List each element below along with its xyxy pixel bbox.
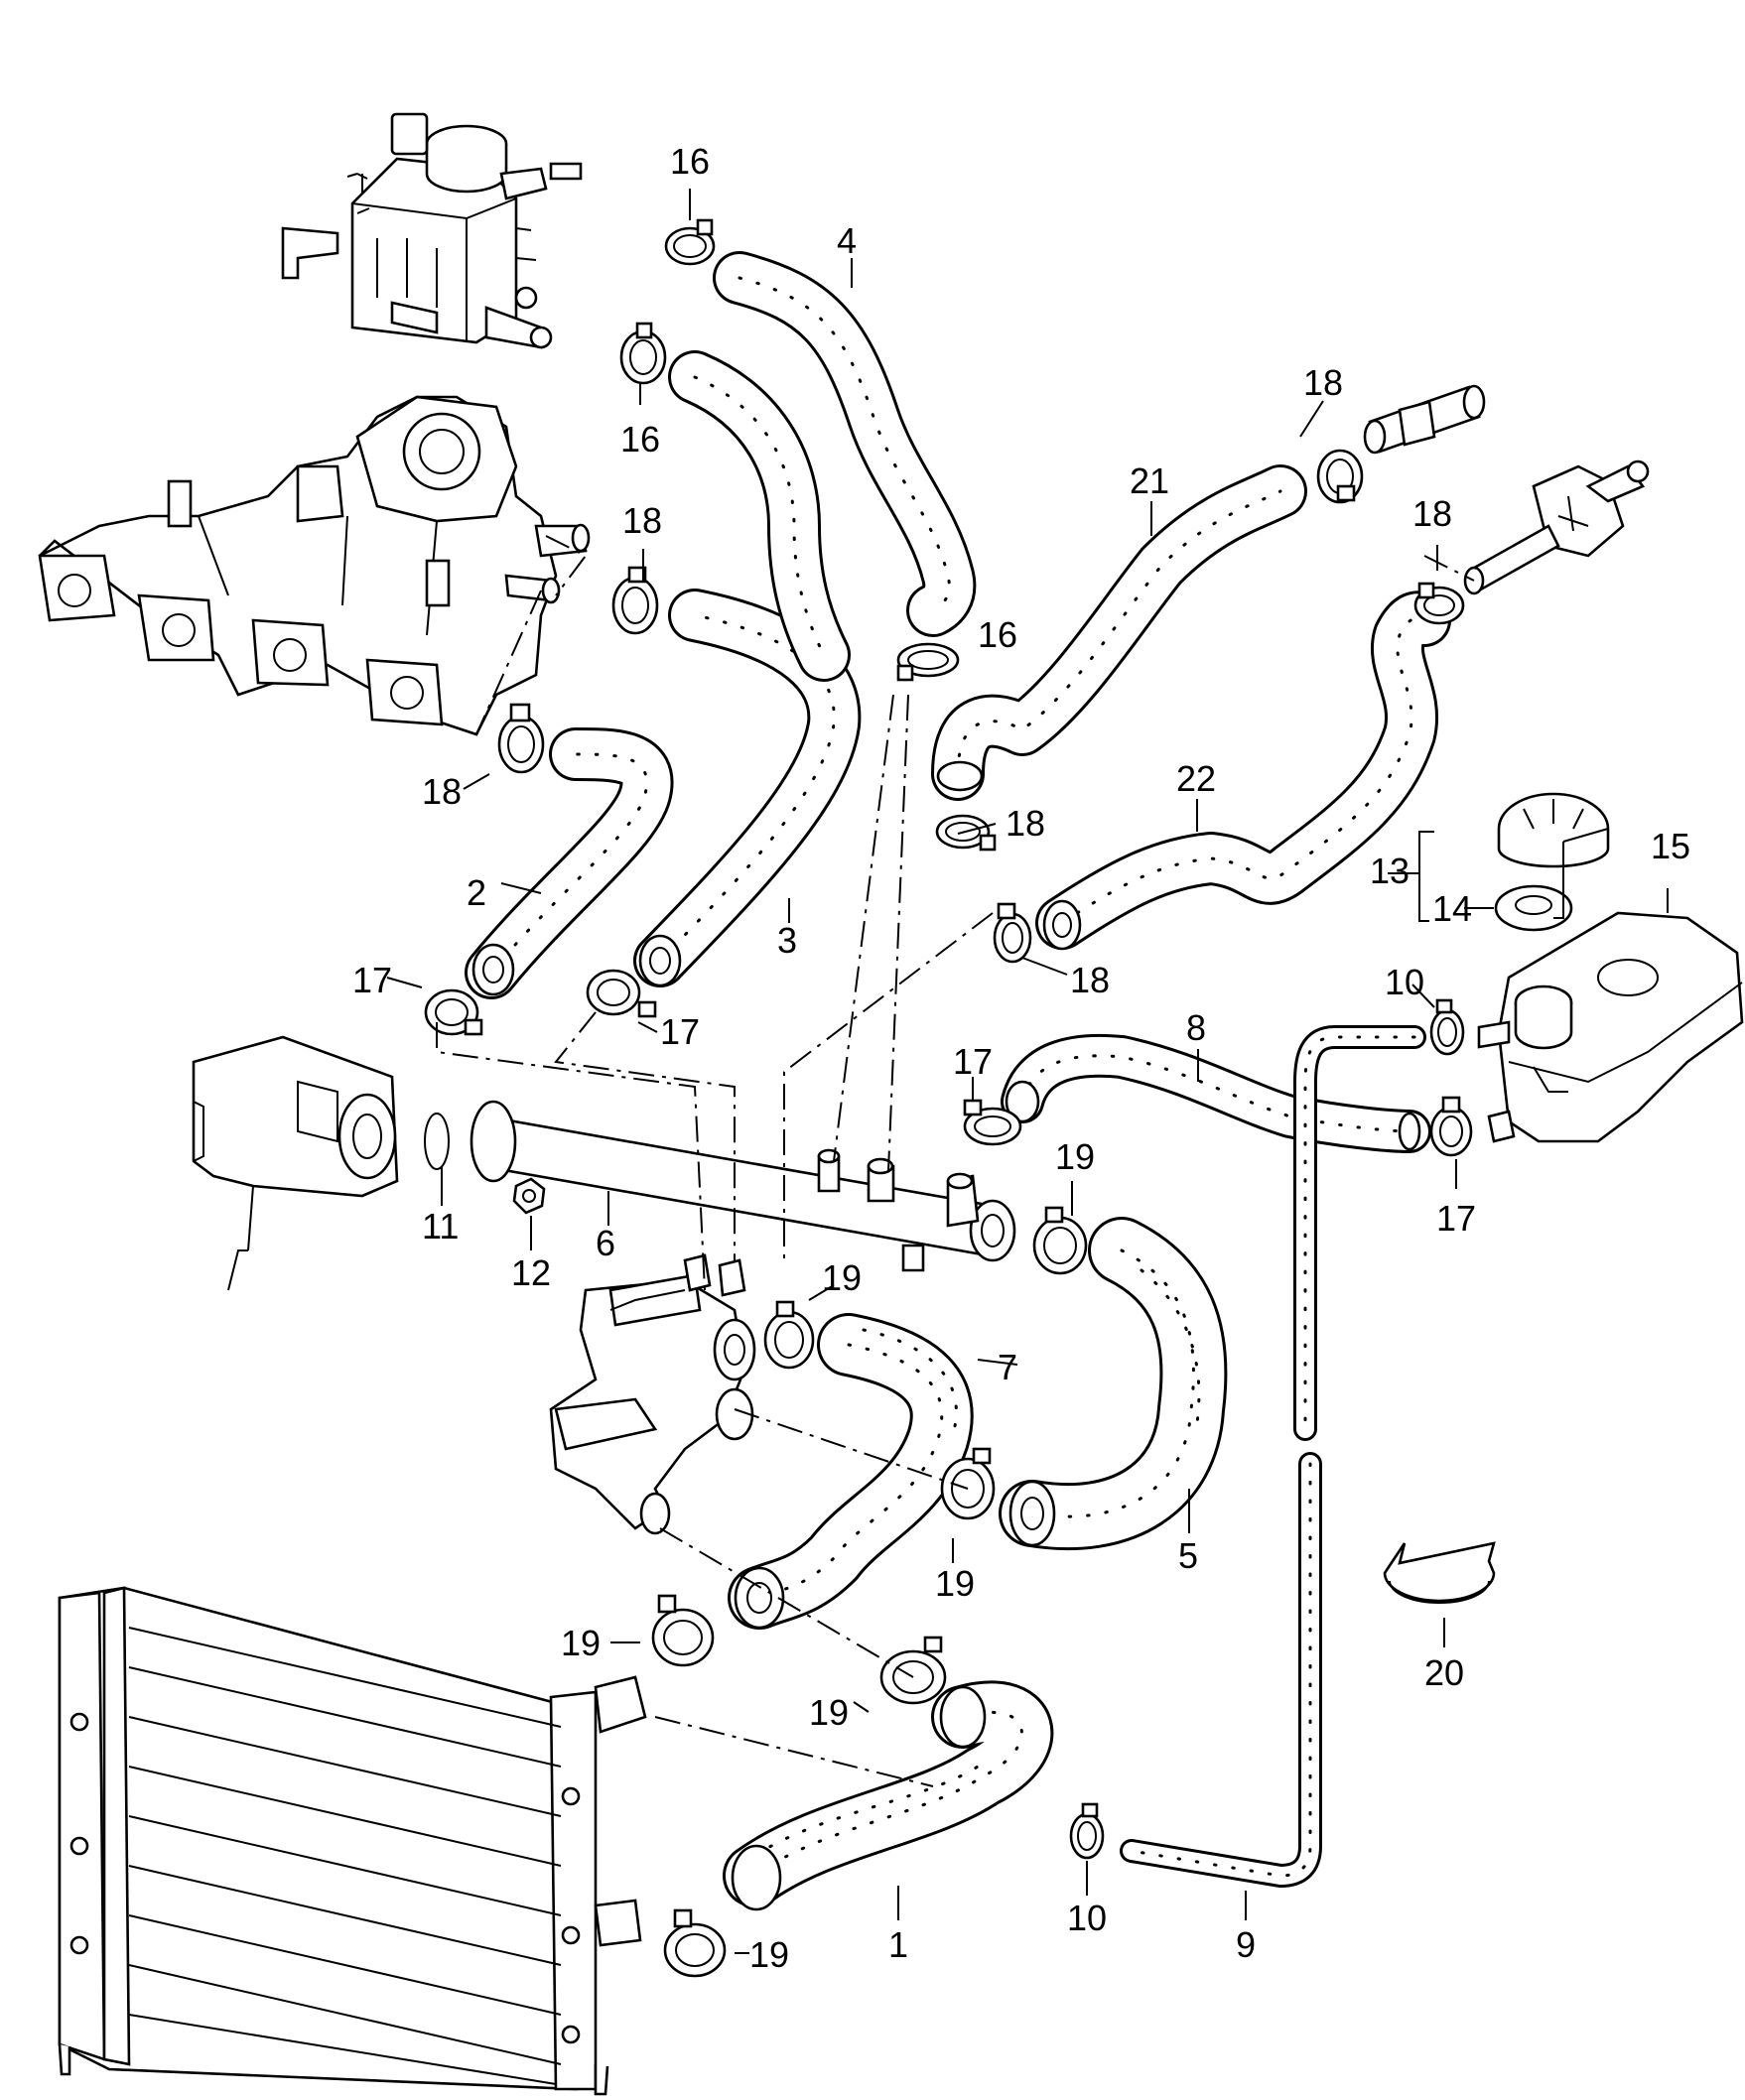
hose-2	[465, 727, 674, 999]
callout-17c: 17	[953, 1041, 993, 1082]
callout-16a: 16	[670, 141, 710, 182]
callout-6: 6	[596, 1223, 615, 1263]
callout-16b: 16	[620, 419, 660, 459]
callout-19d: 19	[561, 1623, 601, 1663]
hex-nut	[512, 1177, 546, 1215]
hose-clamp	[619, 322, 667, 385]
callout-4: 4	[837, 220, 857, 261]
spring-clamp	[1383, 1541, 1496, 1604]
callout-15: 15	[1651, 826, 1690, 866]
heat-shield-bracket	[192, 1035, 399, 1291]
callout-18e: 18	[1303, 362, 1343, 403]
hose-4	[713, 251, 977, 637]
callout-18f: 18	[1412, 493, 1452, 534]
hose-clamp	[497, 703, 545, 774]
leader-lines	[386, 189, 1669, 1954]
sensor-fitting	[1463, 459, 1650, 595]
hose-3	[633, 350, 862, 987]
callout-19c: 19	[935, 1563, 975, 1604]
callout-16c: 16	[978, 614, 1017, 655]
hose-5	[999, 1217, 1228, 1551]
hose-clamp	[963, 1099, 1022, 1146]
callout-11: 11	[422, 1206, 459, 1247]
callout-18d: 18	[1070, 960, 1110, 1000]
callout-18b: 18	[422, 771, 462, 812]
callout-17b: 17	[660, 1011, 700, 1052]
hose-clamp	[1069, 1802, 1105, 1860]
callout-10a: 10	[1385, 962, 1424, 1002]
assembly-lines	[436, 535, 1475, 1787]
o-ring	[424, 1113, 450, 1170]
callout-19b: 19	[822, 1257, 862, 1298]
hose-clamp	[586, 969, 657, 1018]
callout-18c: 18	[1006, 803, 1045, 844]
hose-9	[1120, 1025, 1426, 1888]
callout-19e: 19	[809, 1692, 849, 1733]
callout-labels: 1 2 3 4 5 6 7 8 9 10 10 11 12 13 14 15 1…	[352, 141, 1690, 1975]
callout-18a: 18	[622, 500, 662, 541]
callout-12: 12	[511, 1252, 551, 1293]
hose-clamp	[1429, 998, 1465, 1056]
callout-9: 9	[1236, 1924, 1256, 1965]
coolant-pipe	[470, 1100, 1016, 1272]
hose-clamp	[1429, 1096, 1473, 1157]
callout-13: 13	[1370, 851, 1409, 891]
callout-17d: 17	[1436, 1198, 1476, 1239]
hose-clamp	[424, 988, 483, 1036]
callout-17a: 17	[352, 960, 392, 1000]
callout-10b: 10	[1067, 1898, 1107, 1938]
hose-8	[1001, 1033, 1431, 1153]
hose-clamp	[1413, 582, 1465, 625]
hose-clamp	[611, 566, 659, 635]
hose-clamp	[651, 1594, 715, 1667]
cap-seal	[1494, 884, 1573, 932]
hose-clamp	[935, 814, 997, 852]
hose-clamp	[993, 902, 1032, 964]
intake-manifold	[38, 395, 591, 736]
callout-7: 7	[998, 1347, 1017, 1387]
hose-clamp	[1032, 1206, 1088, 1275]
callout-14: 14	[1432, 888, 1472, 929]
callout-19f: 19	[749, 1934, 789, 1975]
callout-3: 3	[777, 920, 797, 961]
hose-7	[728, 1313, 974, 1630]
callout-8: 8	[1186, 1007, 1206, 1048]
thermostat-housing	[549, 1253, 756, 1535]
hose-clamp	[763, 1300, 815, 1370]
expansion-tank	[1477, 911, 1744, 1143]
hose-21	[931, 464, 1307, 801]
hose-connector	[1363, 384, 1486, 455]
callout-5: 5	[1178, 1535, 1198, 1576]
hose-clamp	[664, 218, 716, 266]
callout-21: 21	[1130, 460, 1169, 501]
tank-cap	[1497, 792, 1610, 868]
hose-clamp	[896, 642, 960, 682]
hose-22	[1035, 591, 1451, 951]
hose-clamp	[879, 1636, 947, 1705]
hose-clamp	[1316, 449, 1364, 504]
radiator	[58, 1586, 647, 2096]
hose-1	[723, 1680, 1054, 1911]
callout-1: 1	[888, 1924, 908, 1965]
callout-20: 20	[1424, 1652, 1464, 1693]
hose-clamp	[663, 1908, 727, 1978]
callout-19a: 19	[1055, 1136, 1095, 1177]
carburetor	[281, 112, 583, 349]
callout-22: 22	[1176, 758, 1216, 799]
callout-2: 2	[467, 872, 486, 913]
